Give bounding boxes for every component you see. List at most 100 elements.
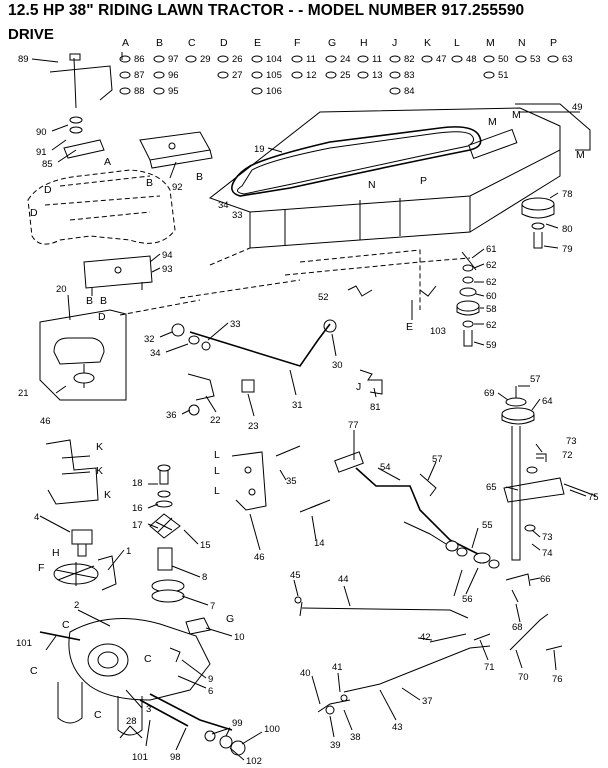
callout-68: 68 bbox=[512, 622, 523, 633]
callout-K1: K bbox=[96, 441, 103, 453]
callout-103: 103 bbox=[430, 326, 446, 337]
legend-letter-H: H bbox=[360, 37, 368, 49]
callout-L3: L bbox=[214, 485, 220, 497]
callout-6: 6 bbox=[208, 686, 213, 697]
callout-K2: K bbox=[96, 465, 103, 477]
callout-J: J bbox=[356, 381, 361, 393]
callout-D2: D bbox=[30, 207, 38, 219]
callout-K3: K bbox=[104, 489, 111, 501]
legend-part-63: 63 bbox=[562, 54, 573, 65]
hardware-glyph bbox=[291, 55, 303, 63]
callout-64: 64 bbox=[542, 396, 553, 407]
callout-59: 59 bbox=[486, 340, 497, 351]
callout-B3: B bbox=[86, 295, 93, 307]
callout-L1: L bbox=[214, 449, 220, 461]
callout-79: 79 bbox=[562, 244, 573, 255]
clutch-pedal-drawing bbox=[39, 309, 383, 416]
callout-72: 72 bbox=[562, 450, 573, 461]
callout-3: 3 bbox=[146, 704, 151, 715]
callout-99: 99 bbox=[232, 718, 243, 729]
legend-part-82: 82 bbox=[404, 54, 415, 65]
legend-letter-A: A bbox=[122, 37, 129, 49]
callout-58: 58 bbox=[486, 304, 497, 315]
legend-part-106: 106 bbox=[266, 86, 282, 97]
legend-part-51: 51 bbox=[498, 70, 509, 81]
legend-part-53: 53 bbox=[530, 54, 541, 65]
callout-36: 36 bbox=[166, 410, 177, 421]
legend-part-47: 47 bbox=[436, 54, 447, 65]
callout-73a: 73 bbox=[566, 436, 577, 447]
callout-2: 2 bbox=[74, 600, 79, 611]
hardware-glyph bbox=[451, 55, 463, 63]
callout-70: 70 bbox=[518, 672, 529, 683]
hardware-legend: A868788B979695C29D2627E104105106F1112G24… bbox=[119, 37, 573, 97]
callout-17: 17 bbox=[132, 520, 143, 531]
callout-89: 89 bbox=[18, 54, 29, 65]
callout-78: 78 bbox=[562, 189, 573, 200]
transaxle-drawing bbox=[39, 464, 246, 756]
callout-E: E bbox=[406, 321, 413, 333]
callout-43: 43 bbox=[392, 722, 403, 733]
legend-part-27: 27 bbox=[232, 70, 243, 81]
callout-LD: D bbox=[98, 311, 106, 323]
callout-7: 7 bbox=[210, 601, 215, 612]
callout-33b: 33 bbox=[230, 319, 241, 330]
legend-part-95: 95 bbox=[168, 86, 179, 97]
callout-19: 19 bbox=[254, 144, 265, 155]
callout-90: 90 bbox=[36, 127, 47, 138]
callout-15: 15 bbox=[200, 540, 211, 551]
hardware-glyph bbox=[325, 71, 337, 79]
hardware-glyph bbox=[389, 55, 401, 63]
legend-letter-K: K bbox=[424, 37, 431, 49]
legend-letter-J: J bbox=[392, 37, 397, 49]
legend-letter-D: D bbox=[220, 37, 228, 49]
callout-102: 102 bbox=[246, 756, 262, 767]
legend-part-97: 97 bbox=[168, 54, 179, 65]
callout-101b: 101 bbox=[132, 752, 148, 763]
callout-B1: B bbox=[146, 177, 153, 189]
callout-labels: 89 90 91 85 A 92 B B 19 49 M M M 78 80 7… bbox=[16, 54, 599, 767]
callout-76: 76 bbox=[552, 674, 563, 685]
callout-34a: 34 bbox=[218, 200, 229, 211]
callout-M3: M bbox=[576, 149, 585, 161]
callout-31: 31 bbox=[292, 400, 303, 411]
hardware-glyph bbox=[251, 71, 263, 79]
callout-M1: M bbox=[488, 116, 497, 128]
callout-22: 22 bbox=[210, 415, 221, 426]
hardware-glyph bbox=[251, 55, 263, 63]
callout-92: 92 bbox=[172, 182, 183, 193]
legend-letter-N: N bbox=[518, 37, 526, 49]
page-title: 12.5 HP 38" RIDING LAWN TRACTOR - - MODE… bbox=[8, 2, 525, 19]
hardware-glyph bbox=[119, 71, 131, 79]
callout-62b: 62 bbox=[486, 277, 497, 288]
callout-80: 80 bbox=[562, 224, 573, 235]
callout-39: 39 bbox=[330, 740, 341, 751]
legend-letter-B: B bbox=[156, 37, 163, 49]
callout-23: 23 bbox=[248, 421, 259, 432]
legend-part-83: 83 bbox=[404, 70, 415, 81]
legend-part-87: 87 bbox=[134, 70, 145, 81]
hardware-glyph bbox=[421, 55, 433, 63]
callout-45: 45 bbox=[290, 570, 301, 581]
callout-H: H bbox=[52, 547, 60, 559]
hardware-glyph bbox=[389, 71, 401, 79]
callout-61: 61 bbox=[486, 244, 497, 255]
callout-G: G bbox=[226, 613, 234, 625]
callout-85: 85 bbox=[42, 159, 53, 170]
belt-drawing bbox=[231, 126, 482, 197]
callout-P: P bbox=[420, 175, 427, 187]
callout-66: 66 bbox=[540, 574, 551, 585]
hardware-glyph bbox=[389, 87, 401, 95]
legend-letter-C: C bbox=[188, 37, 196, 49]
callout-98: 98 bbox=[170, 752, 181, 763]
callout-38: 38 bbox=[350, 732, 361, 743]
legend-part-11: 11 bbox=[372, 54, 382, 65]
legend-part-29: 29 bbox=[200, 54, 211, 65]
legend-letter-L: L bbox=[454, 37, 460, 49]
right-pulley-drawing bbox=[347, 197, 555, 347]
callout-41: 41 bbox=[332, 662, 343, 673]
callout-B4: B bbox=[100, 295, 107, 307]
hardware-glyph bbox=[119, 87, 131, 95]
legend-letter-G: G bbox=[328, 37, 336, 49]
callout-56a: 56 bbox=[462, 594, 473, 605]
